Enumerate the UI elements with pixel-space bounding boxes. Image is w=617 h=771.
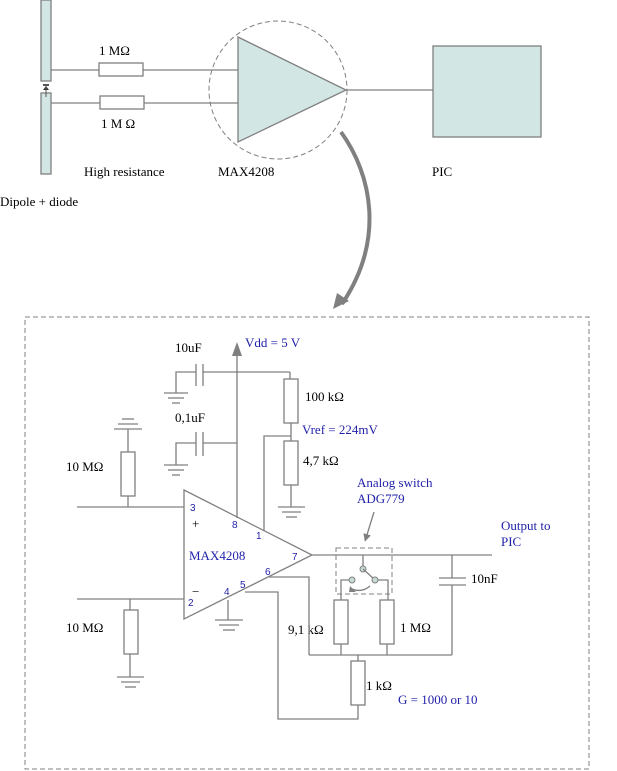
resistor-9k1 xyxy=(333,599,349,645)
ground-icon xyxy=(215,619,243,631)
resistor-100k xyxy=(283,378,299,424)
overview-block-diagram: 1 MΩ 1 M Ω High resistance MAX4208 PIC D… xyxy=(0,0,542,309)
pin-2: 2 xyxy=(188,598,194,609)
resistor-10m-top-label: 10 MΩ xyxy=(66,459,103,474)
high-resistance-label: High resistance xyxy=(84,164,165,179)
pin-4: 4 xyxy=(224,587,230,598)
vref-label: Vref = 224mV xyxy=(302,422,378,437)
pic-label: PIC xyxy=(432,164,452,179)
ground-icon xyxy=(114,418,142,430)
switch-icon xyxy=(340,555,389,600)
vdd-label: Vdd = 5 V xyxy=(245,335,301,350)
amplifier-triangle xyxy=(237,35,348,144)
dipole-lower-arm xyxy=(40,92,52,175)
amp-name-label: MAX4208 xyxy=(189,548,245,563)
resistor-10m-bottom-label: 10 MΩ xyxy=(66,620,103,635)
pin-6: 6 xyxy=(265,567,271,578)
pin-5: 5 xyxy=(240,580,246,591)
plus-sign: + xyxy=(192,516,199,531)
resistor-1m-bottom xyxy=(99,95,145,110)
dipole-upper-arm xyxy=(40,0,52,82)
cap-0-1uf-label: 0,1uF xyxy=(175,410,205,425)
pin-3: 3 xyxy=(190,503,196,514)
switch-label-line2: ADG779 xyxy=(357,491,405,506)
switch-pointer-arrow xyxy=(363,511,375,542)
zoom-arrow xyxy=(339,130,372,306)
resistor-4k7 xyxy=(283,440,299,486)
vdd-arrow-icon xyxy=(232,342,242,356)
resistor-1m-label: 1 MΩ xyxy=(400,620,431,635)
resistor-9k1-label: 9,1 kΩ xyxy=(288,622,324,637)
resistor-1m-top xyxy=(98,62,144,77)
zoom-arrow-head xyxy=(333,293,349,309)
ground-icon xyxy=(164,392,188,404)
resistor-1k xyxy=(350,660,366,706)
gain-label: G = 1000 or 10 xyxy=(398,692,478,707)
pin-8: 8 xyxy=(232,520,238,531)
resistor-10m-bottom xyxy=(123,609,139,655)
resistor-10m-top xyxy=(120,451,136,497)
output-label-line1: Output to xyxy=(501,518,550,533)
diode-icon xyxy=(43,84,49,97)
resistor-1m xyxy=(379,599,395,645)
dipole-label: Dipole + diode xyxy=(0,194,78,209)
output-label-line2: PIC xyxy=(501,534,521,549)
resistor-bottom-label: 1 M Ω xyxy=(101,116,135,131)
pin-7: 7 xyxy=(292,552,298,563)
pic-block xyxy=(432,45,542,138)
resistor-top-label: 1 MΩ xyxy=(99,43,130,58)
ground-icon xyxy=(164,464,188,476)
resistor-1k-label: 1 kΩ xyxy=(366,678,392,693)
amp-label: MAX4208 xyxy=(218,164,274,179)
minus-sign: − xyxy=(192,584,199,599)
pin-1: 1 xyxy=(256,531,262,542)
ground-icon xyxy=(278,506,305,518)
resistor-100k-label: 100 kΩ xyxy=(305,389,344,404)
ground-icon xyxy=(117,676,144,688)
cap-10uf-label: 10uF xyxy=(175,340,202,355)
detail-schematic: Vdd = 5 V 10uF 0,1uF 100 kΩ Vref = 224mV xyxy=(24,316,590,770)
analog-switch-box xyxy=(335,547,393,595)
switch-label-line1: Analog switch xyxy=(357,475,433,490)
resistor-4k7-label: 4,7 kΩ xyxy=(303,453,339,468)
detail-frame xyxy=(24,316,590,770)
cap-10nf-label: 10nF xyxy=(471,571,498,586)
instrumentation-amp-triangle xyxy=(183,488,314,621)
